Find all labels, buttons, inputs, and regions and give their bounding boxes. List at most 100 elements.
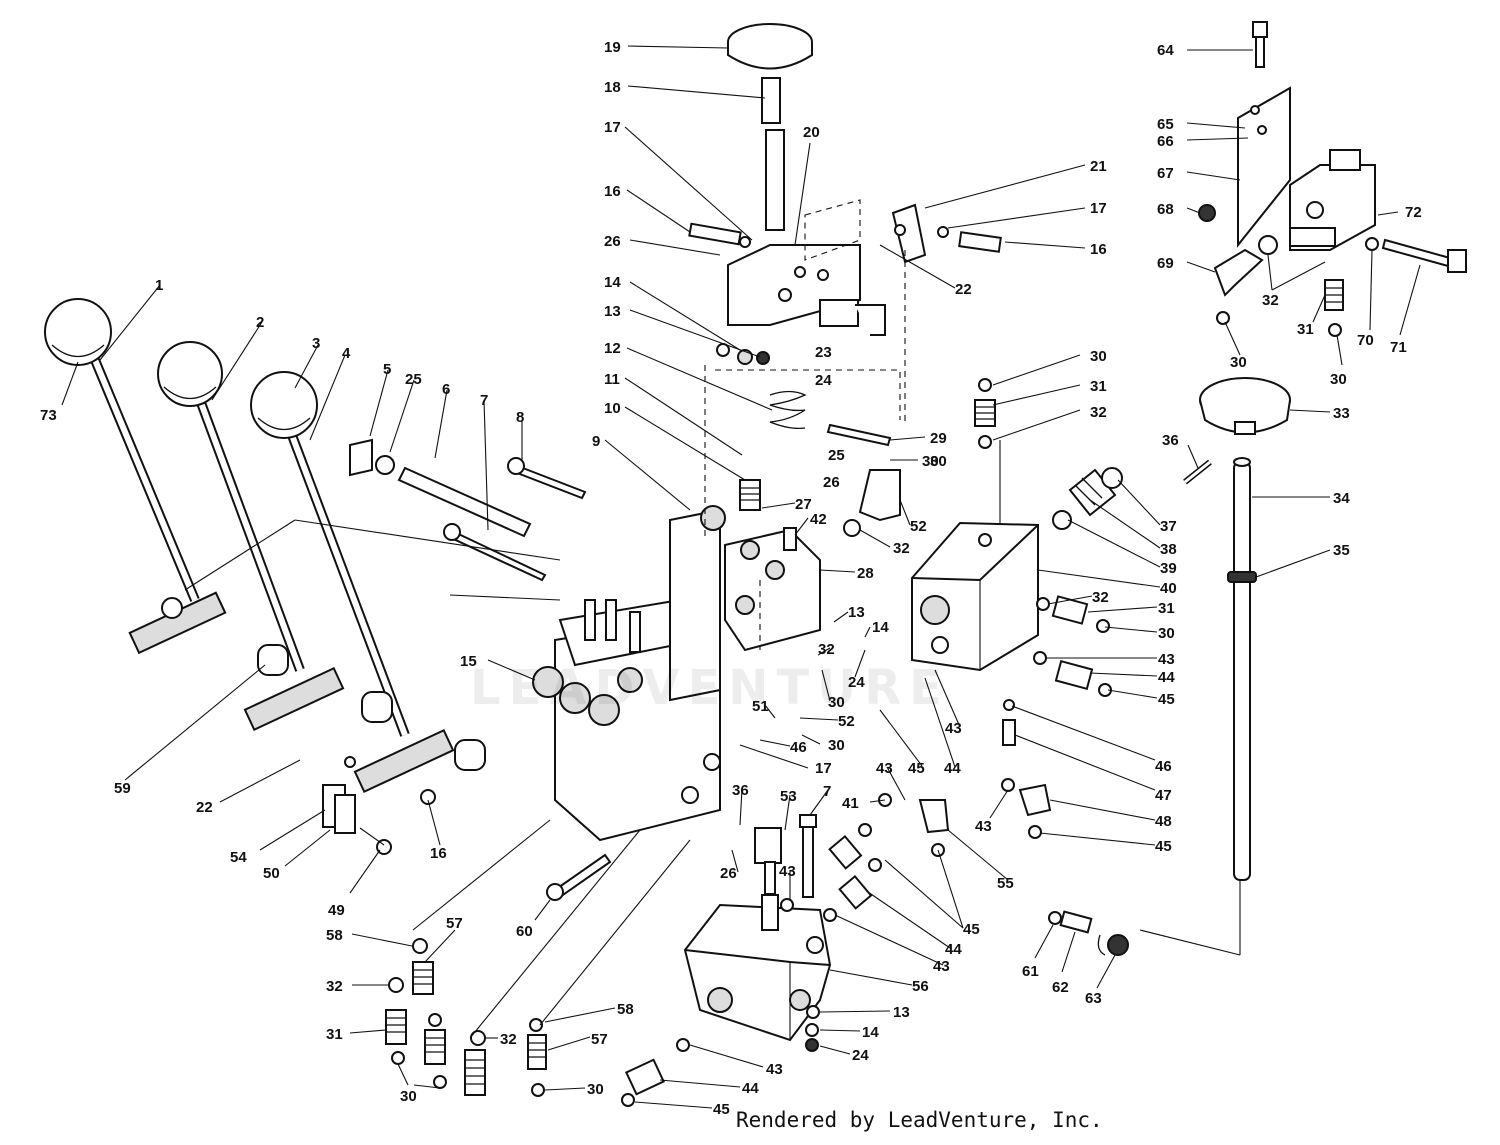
label-56: 56 [912, 978, 929, 995]
selector-block-20[interactable] [727, 244, 886, 336]
label-14: 14 [862, 1024, 879, 1041]
label-45: 45 [1155, 838, 1172, 855]
lower-valve-56[interactable] [683, 827, 832, 1042]
label-66: 66 [1157, 133, 1174, 150]
leader-lines [61, 45, 1421, 1109]
label-43: 43 [1158, 651, 1175, 668]
label-17: 17 [815, 760, 832, 777]
label-5: 5 [383, 361, 391, 378]
label-17: 17 [604, 119, 621, 136]
fitting-61-62-63 [1048, 910, 1129, 956]
label-19: 19 [604, 39, 621, 56]
shaft-18 [761, 77, 785, 231]
label-58: 58 [326, 927, 343, 944]
label-52: 52 [838, 713, 855, 730]
label-13: 13 [604, 303, 621, 320]
label-52: 52 [910, 518, 927, 535]
label-31: 31 [326, 1026, 343, 1043]
label-69: 69 [1157, 255, 1174, 272]
label-35: 35 [1333, 542, 1350, 559]
label-62: 62 [1052, 979, 1069, 996]
fittings-lower-cluster [780, 793, 950, 922]
reservoir-cap-33[interactable] [1199, 377, 1291, 435]
label-64: 64 [1157, 42, 1174, 59]
main-control-valve[interactable] [532, 505, 726, 842]
label-43: 43 [933, 958, 950, 975]
spring-12 [716, 343, 807, 430]
label-9: 9 [592, 433, 600, 450]
control-lever-3[interactable] [250, 371, 455, 794]
label-33: 33 [1333, 405, 1350, 422]
label-30: 30 [930, 453, 947, 470]
label-55: 55 [997, 875, 1014, 892]
label-32: 32 [500, 1031, 517, 1048]
fittings-bottom-left [385, 938, 547, 1097]
label-13: 13 [848, 604, 865, 621]
label-4: 4 [342, 345, 351, 362]
label-18: 18 [604, 79, 621, 96]
bracket-54-50 [322, 756, 436, 855]
bolt-7 [443, 523, 547, 582]
elbow-52 [843, 469, 901, 537]
bolt-29 [826, 423, 892, 447]
fitting-31-top [974, 378, 996, 449]
label-26: 26 [720, 865, 737, 882]
label-40: 40 [1160, 580, 1177, 597]
label-32: 32 [1262, 292, 1279, 309]
label-14: 14 [872, 619, 889, 636]
label-30: 30 [922, 453, 939, 470]
label-17: 17 [1090, 200, 1107, 217]
fitting-31-side [1036, 595, 1110, 633]
label-26: 26 [604, 233, 621, 250]
label-32: 32 [818, 641, 835, 658]
label-30: 30 [400, 1088, 417, 1105]
bracket-21[interactable] [891, 203, 927, 264]
label-24: 24 [852, 1047, 869, 1064]
label-61: 61 [1022, 963, 1039, 980]
rod-6 [349, 438, 532, 538]
label-44: 44 [1158, 669, 1175, 686]
label-49: 49 [328, 902, 345, 919]
fitting-31-right [1258, 235, 1344, 337]
label-30: 30 [828, 737, 845, 754]
label-16: 16 [604, 183, 621, 200]
screw-47 [1002, 699, 1016, 746]
label-24: 24 [848, 674, 865, 691]
label-3: 3 [312, 335, 320, 352]
label-39: 39 [1160, 560, 1177, 577]
bolt-71 [1365, 237, 1467, 273]
part-number-labels: 19 18 17 20 16 26 14 13 12 11 10 9 21 17… [40, 39, 1422, 1118]
control-lever-2[interactable] [157, 341, 345, 732]
label-30: 30 [1158, 625, 1175, 642]
label-25: 25 [405, 371, 422, 388]
label-7: 7 [480, 392, 488, 409]
label-38: 38 [1160, 541, 1177, 558]
label-14: 14 [604, 274, 621, 291]
label-70: 70 [1357, 332, 1374, 349]
valve-72[interactable] [1289, 149, 1376, 251]
label-2: 2 [256, 314, 264, 331]
knob-19[interactable] [727, 23, 813, 70]
mounting-plate-67[interactable] [1237, 86, 1291, 248]
manifold-block-28[interactable] [724, 527, 821, 652]
bushing-59 [257, 644, 486, 771]
label-30: 30 [1330, 371, 1347, 388]
label-59: 59 [114, 780, 131, 797]
label-6: 6 [442, 381, 450, 398]
label-60: 60 [516, 923, 533, 940]
label-22: 22 [196, 799, 213, 816]
label-34: 34 [1333, 490, 1350, 507]
label-13: 13 [893, 1004, 910, 1021]
label-30: 30 [587, 1081, 604, 1098]
label-20: 20 [803, 124, 820, 141]
label-46: 46 [790, 739, 807, 756]
fitting-44-side [1033, 651, 1112, 697]
label-21: 21 [1090, 158, 1107, 175]
label-57: 57 [446, 915, 463, 932]
label-15: 15 [460, 653, 477, 670]
label-25: 25 [828, 447, 845, 464]
auxiliary-valve-block-40[interactable] [911, 521, 1039, 672]
control-lever-1[interactable] [44, 298, 227, 655]
dipstick-tube-34[interactable] [1227, 457, 1257, 881]
